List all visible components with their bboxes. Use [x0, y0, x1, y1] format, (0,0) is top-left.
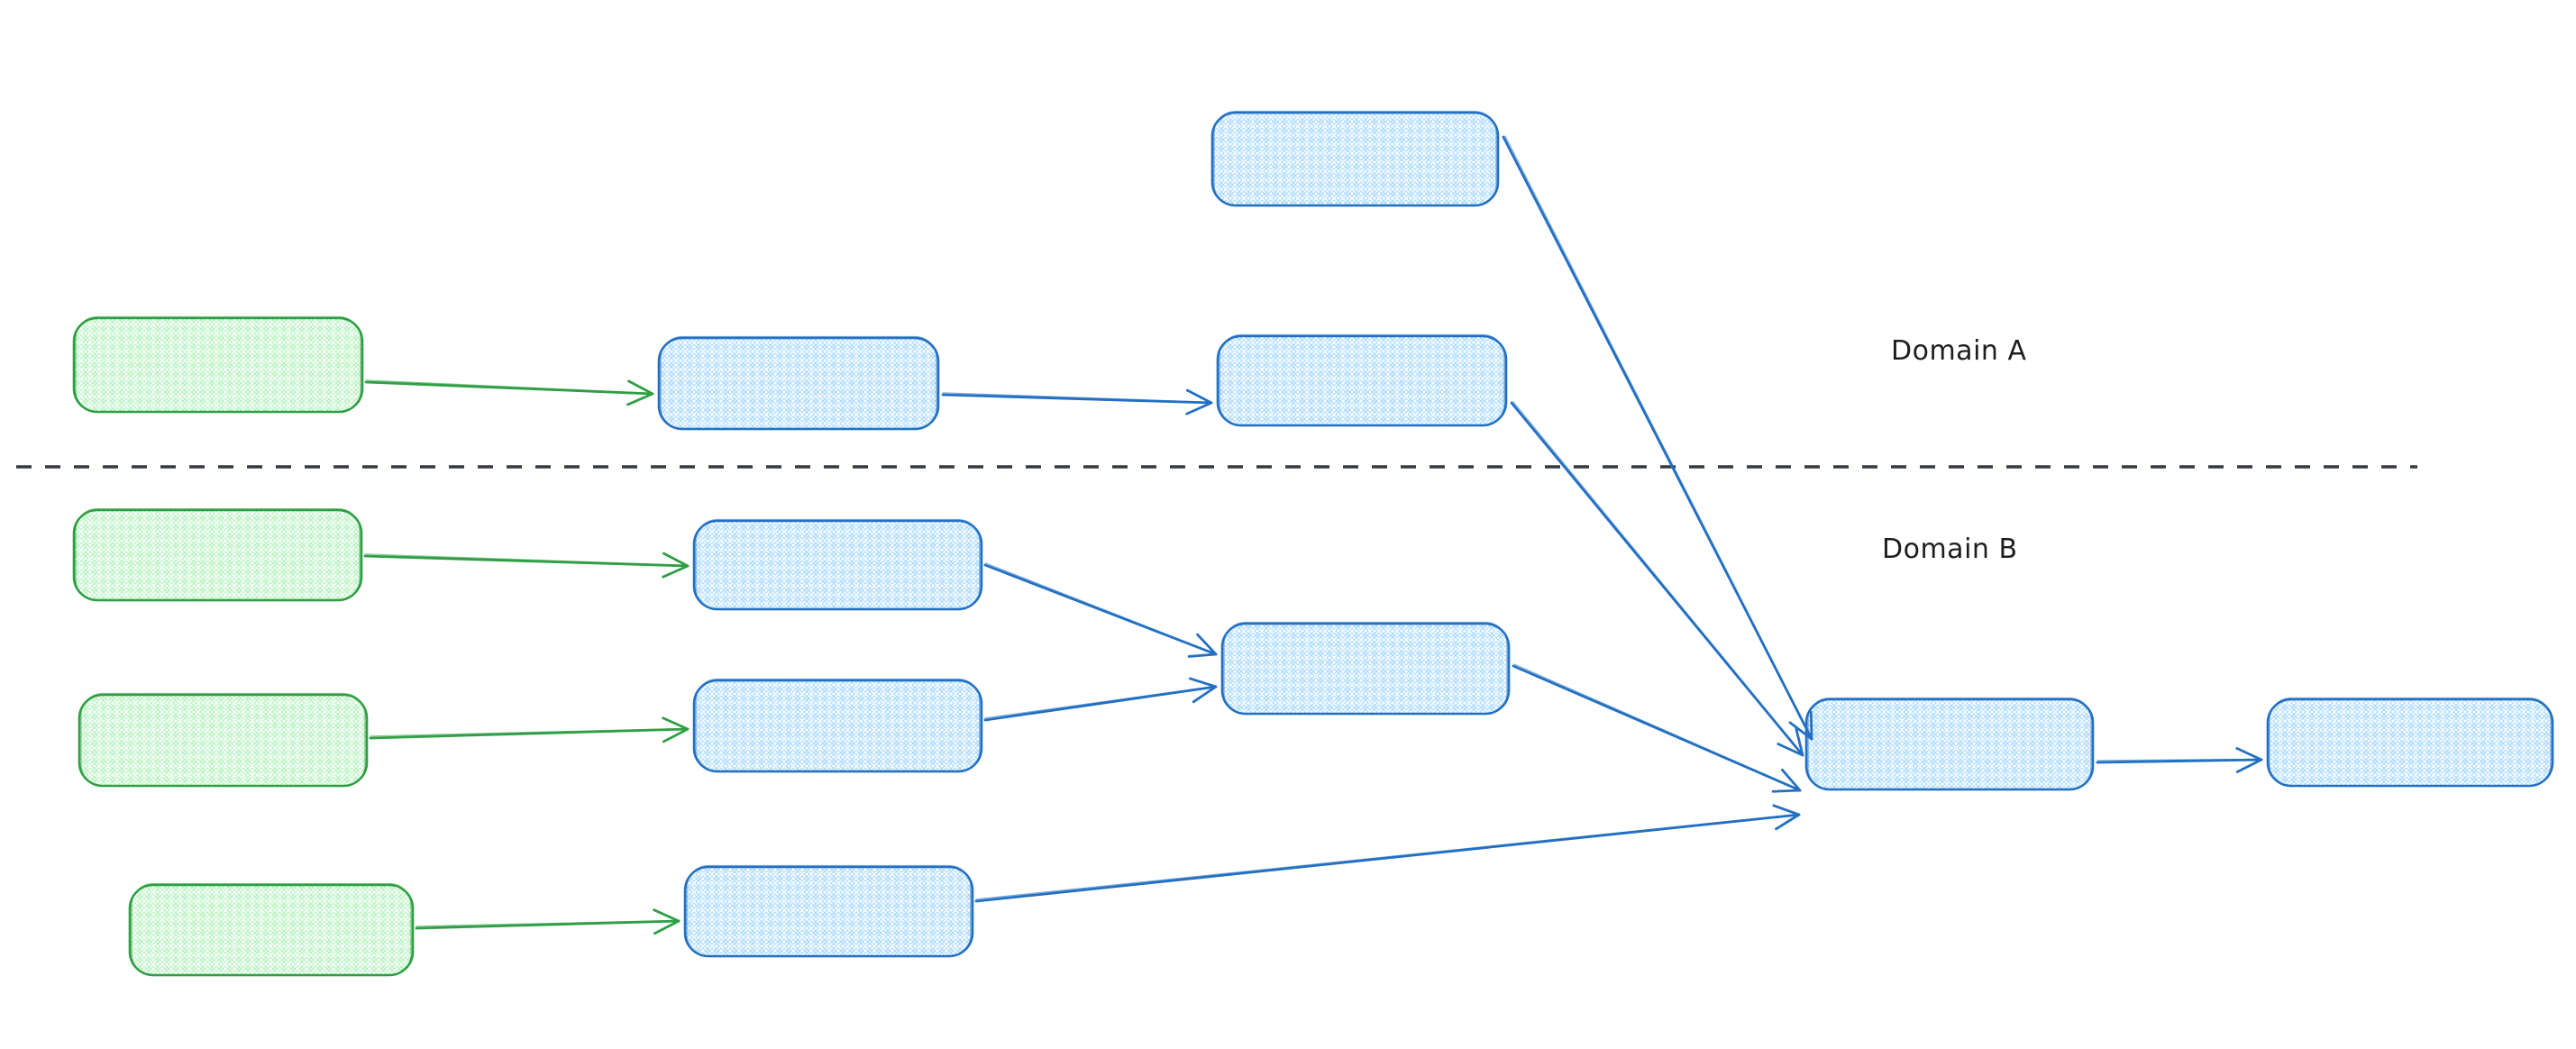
blue-box-final[interactable]	[2266, 697, 2554, 788]
green-box-row4[interactable]	[128, 882, 415, 977]
arrow-row4-to-merge-right[interactable]	[974, 804, 1801, 903]
green-box-row2[interactable]	[72, 507, 363, 602]
arrow-merge-to-final[interactable]	[2096, 746, 2263, 773]
arrow-green-row3[interactable]	[369, 716, 690, 743]
blue-merge-right[interactable]	[1804, 697, 2095, 791]
arrow-row1-to-merge-right[interactable]	[1510, 400, 1804, 757]
arrow-row3-to-merge-mid[interactable]	[983, 677, 1218, 722]
domain-b-label[interactable]: Domain B	[1882, 534, 2018, 565]
domain-a-label[interactable]: Domain A	[1891, 335, 2027, 367]
blue-box-row4[interactable]	[683, 864, 974, 958]
blue-box-row1-right[interactable]	[1216, 333, 1508, 427]
arrow-row2-to-merge-mid[interactable]	[983, 562, 1218, 658]
green-box-row1[interactable]	[72, 315, 364, 414]
arrow-green-row2[interactable]	[363, 552, 690, 579]
blue-box-top[interactable]	[1210, 110, 1500, 207]
green-box-row3[interactable]	[78, 692, 369, 788]
arrow-top-to-merge-right[interactable]	[1502, 135, 1813, 741]
blue-box-row1-mid[interactable]	[657, 335, 940, 431]
arrow-green-row1[interactable]	[364, 379, 654, 406]
blue-merge-mid[interactable]	[1220, 621, 1511, 716]
blue-box-row3[interactable]	[692, 678, 983, 773]
blue-box-row2[interactable]	[692, 518, 983, 611]
arrow-green-row4[interactable]	[415, 908, 681, 935]
arrow-merge-mid-to-right[interactable]	[1512, 663, 1802, 793]
arrow-row1-mid-to-right[interactable]	[941, 388, 1213, 415]
